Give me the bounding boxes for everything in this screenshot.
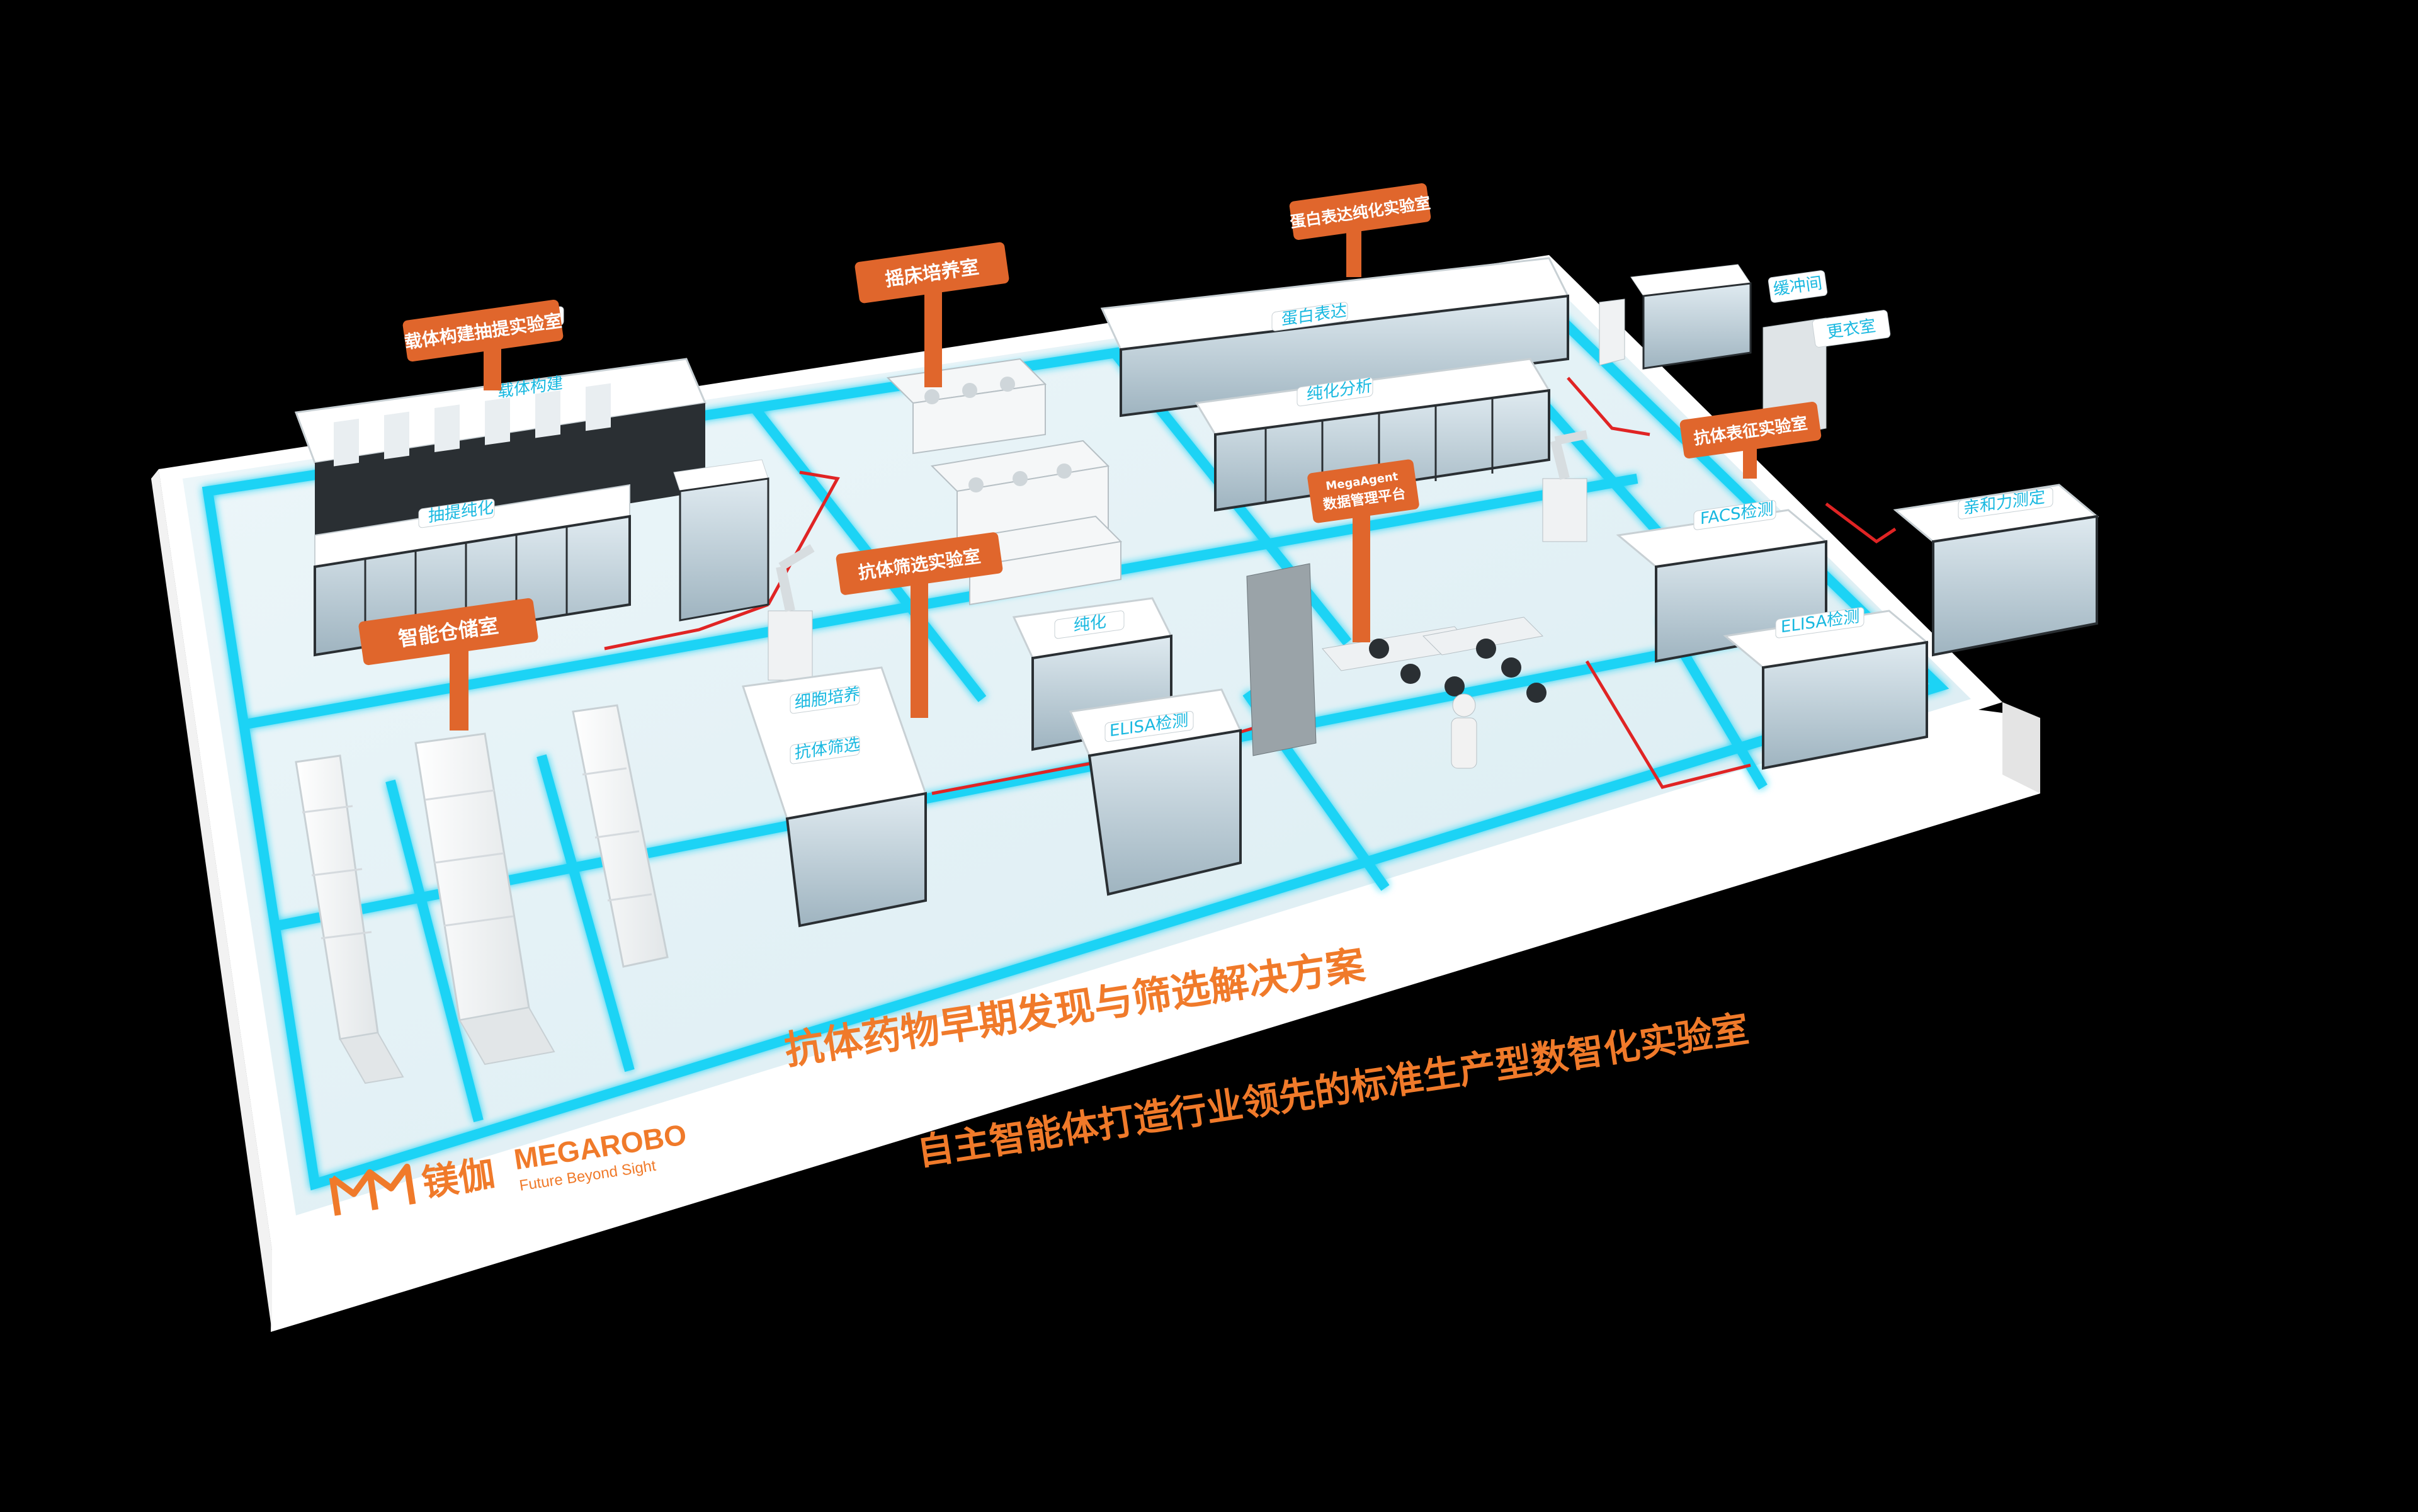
protein-lab-building: 蛋白表达 纯化分析 xyxy=(1100,257,1570,512)
station-tag-affinity xyxy=(1958,487,2053,520)
redline-elisa-right xyxy=(1585,660,1751,789)
redline-protein-right xyxy=(1567,377,1650,436)
sign-gowning-room: 更衣室 xyxy=(1812,310,1891,348)
sign-warehouse: 智能仓储室 xyxy=(358,598,538,730)
lane-mid-horizontal xyxy=(244,474,1638,729)
platform-left-face xyxy=(151,469,272,1332)
lane-lower-horizontal xyxy=(276,625,1790,931)
station-tag-antibody-screen xyxy=(790,736,860,765)
station-tag-protein-main xyxy=(1297,377,1373,407)
station-label-purify: 纯化 xyxy=(1074,612,1106,635)
operator-area xyxy=(1246,563,1547,769)
lane-storage-right xyxy=(536,754,635,1072)
platform-right-face xyxy=(2002,702,2040,793)
sign-buffer-room: 缓冲间 xyxy=(1768,270,1828,303)
redline-right-vertical xyxy=(1825,503,1897,544)
sign-characterization-lab: 抗体表征实验室 xyxy=(1679,402,1822,479)
station-tag-cell-culture xyxy=(790,685,860,714)
megarobo-logo-icon xyxy=(329,1163,416,1216)
station-tag-elisa-center xyxy=(1104,710,1194,742)
sign-shaker-room: 摇床培养室 xyxy=(854,242,1009,387)
robot-arms xyxy=(768,430,1588,681)
lane-storage-left xyxy=(385,779,484,1123)
redline-storage-screen xyxy=(604,603,769,651)
characterization-cubicles: FACS检测 亲和力测定 ELISA检测 xyxy=(1616,484,2099,770)
robot-arm-right xyxy=(1542,430,1588,542)
sign-vector-lab: 载体构建抽提实验室 xyxy=(402,299,564,390)
station-tag-elisa-right xyxy=(1775,607,1865,639)
operator-figure xyxy=(1451,693,1477,769)
lane-outer-loop xyxy=(202,284,1950,1191)
station-tag-facs xyxy=(1693,499,1776,530)
redline-center-elisa xyxy=(931,766,1065,795)
warehouse-shelving xyxy=(295,704,669,1084)
screening-cubicles: 细胞培养 抗体筛选 纯化 ELISA检测 xyxy=(742,597,1242,928)
sign-protein-lab: 蛋白表达纯化实验室 xyxy=(1289,183,1432,277)
sign-mega-agent: MegaAgent 数据管理平台 xyxy=(1307,459,1419,642)
station-tag-purify xyxy=(1054,610,1125,639)
partition-wall xyxy=(1246,563,1317,756)
station-tag-vector-main xyxy=(418,498,495,528)
robot-arm-left xyxy=(768,543,815,681)
sign-screening-lab: 抗体筛选实验室 xyxy=(836,532,1003,718)
station-tag-protein-top xyxy=(1271,302,1348,331)
brand-name-cn: 镁伽 xyxy=(419,1152,498,1205)
